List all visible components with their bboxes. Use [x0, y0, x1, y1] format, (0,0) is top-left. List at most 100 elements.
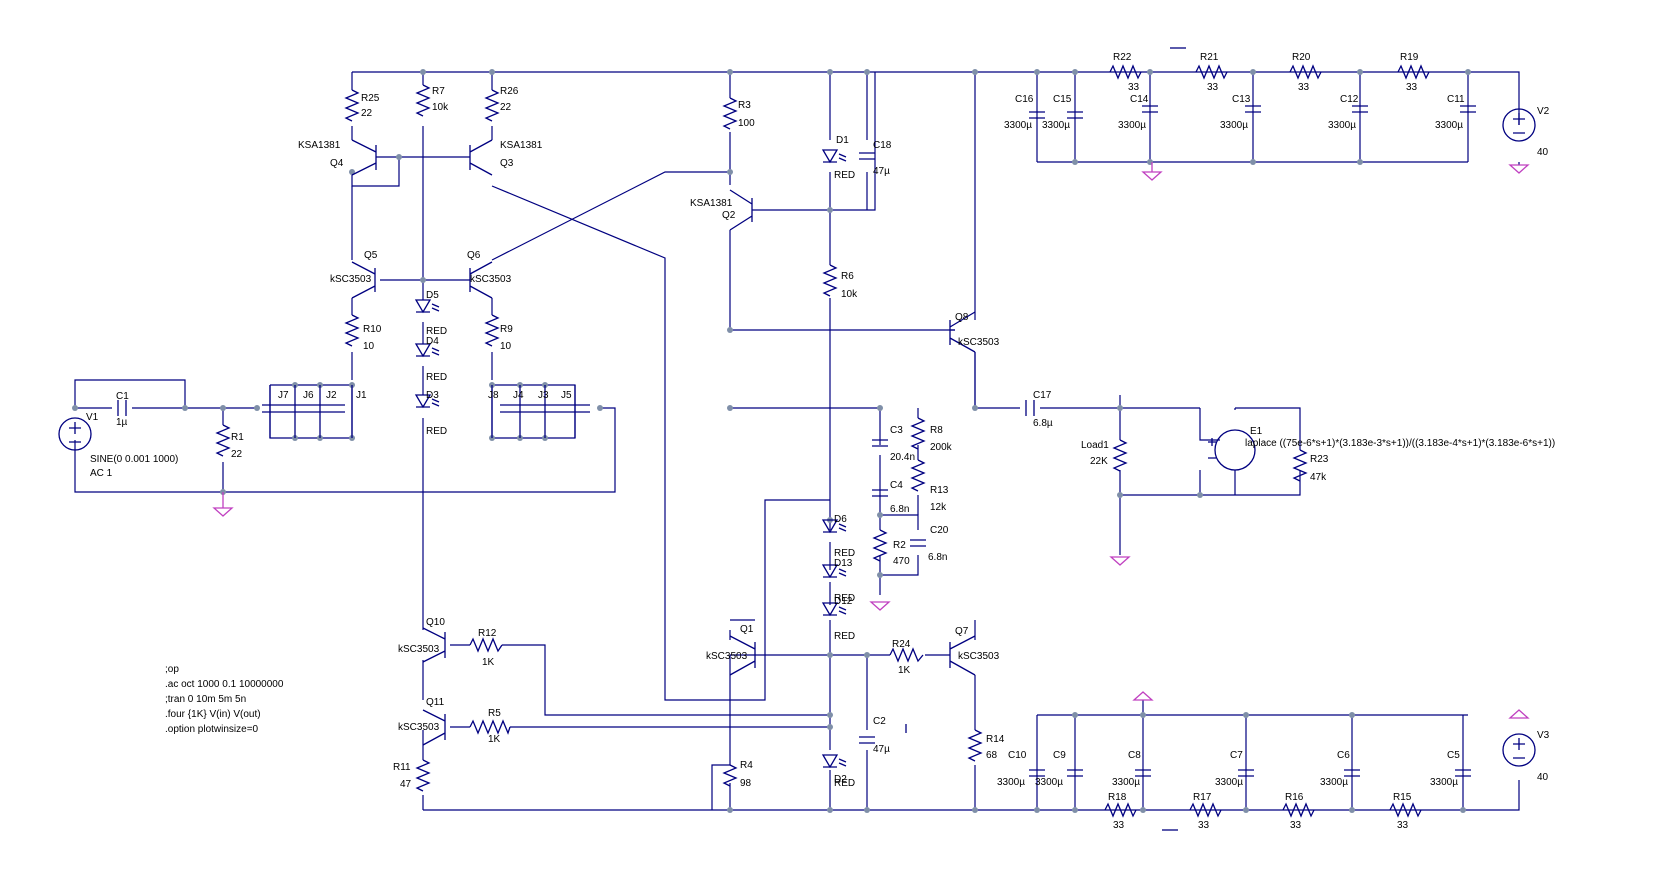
- svg-text:C20: C20: [930, 525, 949, 536]
- capacitor-C8: [1135, 769, 1151, 777]
- svg-text:10: 10: [500, 341, 512, 352]
- svg-text:C6: C6: [1337, 750, 1350, 761]
- svg-text:68: 68: [986, 750, 998, 761]
- svg-text:C5: C5: [1447, 750, 1460, 761]
- spice-directives: ;op .ac oct 1000 0.1 10000000 ;tran 0 10…: [165, 664, 284, 735]
- svg-text:22K: 22K: [1090, 456, 1108, 467]
- svg-text:47: 47: [400, 779, 412, 790]
- svg-text:33: 33: [1207, 82, 1219, 93]
- resistor-R11: [415, 759, 431, 792]
- svg-text:3300µ: 3300µ: [1220, 120, 1248, 131]
- overbar-markers: [905, 47, 1186, 831]
- svg-text:kSC3503: kSC3503: [398, 722, 440, 733]
- resistor-R4: [722, 764, 738, 787]
- resistor-R1: [215, 424, 231, 457]
- bjt-Q6: [469, 261, 493, 299]
- svg-text:10k: 10k: [432, 102, 449, 113]
- led-D6: [821, 519, 847, 534]
- svg-text:C13: C13: [1232, 94, 1251, 105]
- capacitor-C14: [1142, 105, 1158, 113]
- resistor-R17: [1189, 802, 1222, 818]
- svg-text:R22: R22: [1113, 52, 1132, 63]
- svg-text:3300µ: 3300µ: [1118, 120, 1146, 131]
- svg-text:R24: R24: [892, 639, 911, 650]
- svg-text:98: 98: [740, 778, 752, 789]
- svg-text:J7: J7: [278, 390, 289, 401]
- capacitor-C10: [1029, 769, 1045, 777]
- svg-text:RED: RED: [834, 170, 855, 181]
- svg-text:R6: R6: [841, 271, 854, 282]
- svg-text:1K: 1K: [898, 665, 911, 676]
- svg-text:D3: D3: [426, 390, 439, 401]
- ground-symbols: [212, 162, 1530, 719]
- transistor-symbols: [262, 139, 976, 746]
- svg-text:40: 40: [1537, 147, 1549, 158]
- svg-text:V2: V2: [1537, 106, 1550, 117]
- svg-text:J6: J6: [303, 390, 314, 401]
- svg-text:R12: R12: [478, 628, 497, 639]
- svg-text:R8: R8: [930, 425, 943, 436]
- svg-text:C15: C15: [1053, 94, 1072, 105]
- bjt-Q7: [949, 635, 976, 676]
- svg-text:200k: 200k: [930, 442, 953, 453]
- svg-text:Q5: Q5: [364, 250, 378, 261]
- ground-icon: [212, 492, 234, 517]
- svg-text:kSC3503: kSC3503: [470, 274, 512, 285]
- bjt-Q2: [729, 189, 753, 231]
- svg-text:3300µ: 3300µ: [1112, 777, 1140, 788]
- led-D2: [821, 754, 847, 769]
- svg-text:RED: RED: [834, 778, 855, 789]
- svg-text:C1: C1: [116, 391, 129, 402]
- svg-text:Q3: Q3: [500, 158, 514, 169]
- svg-text:C2: C2: [873, 716, 886, 727]
- svg-text:D13: D13: [834, 558, 853, 569]
- resistor-R20: [1289, 64, 1322, 80]
- jfet-array-left: [262, 385, 353, 438]
- junctions: [72, 69, 1471, 813]
- svg-text:33: 33: [1406, 82, 1418, 93]
- ground-icon: [1132, 691, 1154, 701]
- svg-text:RED: RED: [426, 426, 447, 437]
- capacitor-C11: [1460, 105, 1476, 113]
- capacitor-C7: [1238, 769, 1254, 777]
- svg-text:RED: RED: [834, 593, 855, 604]
- svg-text:1µ: 1µ: [116, 417, 128, 428]
- svg-text:KSA1381: KSA1381: [690, 198, 733, 209]
- svg-text:kSC3503: kSC3503: [330, 274, 372, 285]
- svg-text:C18: C18: [873, 140, 892, 151]
- svg-text:Q7: Q7: [955, 626, 969, 637]
- dependent-source-E1: [1208, 429, 1256, 471]
- bjt-Q10: [422, 627, 446, 663]
- capacitor-C15: [1067, 111, 1083, 119]
- svg-text:22: 22: [231, 449, 243, 460]
- resistor-R24: [889, 647, 924, 663]
- svg-text:6.8n: 6.8n: [890, 504, 909, 515]
- svg-text:D6: D6: [834, 514, 847, 525]
- svg-text:C11: C11: [1447, 94, 1465, 105]
- svg-text:J3: J3: [538, 390, 549, 401]
- svg-text:R13: R13: [930, 485, 949, 496]
- svg-text:D1: D1: [836, 135, 849, 146]
- svg-text:33: 33: [1290, 820, 1302, 831]
- svg-text:.four {1K} V(in) V(out): .four {1K} V(in) V(out): [165, 709, 261, 720]
- ground-icon: [1508, 164, 1530, 174]
- ground-icon: [869, 601, 891, 611]
- svg-text:RED: RED: [426, 372, 447, 383]
- svg-text:470: 470: [893, 556, 910, 567]
- svg-text:33: 33: [1198, 820, 1210, 831]
- svg-text:R21: R21: [1200, 52, 1219, 63]
- svg-text:C16: C16: [1015, 94, 1034, 105]
- svg-text:D2: D2: [834, 774, 847, 785]
- svg-text:C9: C9: [1053, 750, 1066, 761]
- svg-text:D5: D5: [426, 290, 439, 301]
- capacitor-C9: [1067, 769, 1083, 777]
- svg-text:R7: R7: [432, 86, 445, 97]
- resistor-R7: [415, 84, 431, 117]
- bjt-Q3: [469, 139, 493, 176]
- svg-text:Load1: Load1: [1081, 440, 1109, 451]
- resistor-R25: [344, 89, 360, 122]
- capacitor-C4: [872, 489, 888, 497]
- wires: [74, 71, 1520, 811]
- led-D13: [821, 564, 847, 579]
- svg-text:R1: R1: [231, 432, 244, 443]
